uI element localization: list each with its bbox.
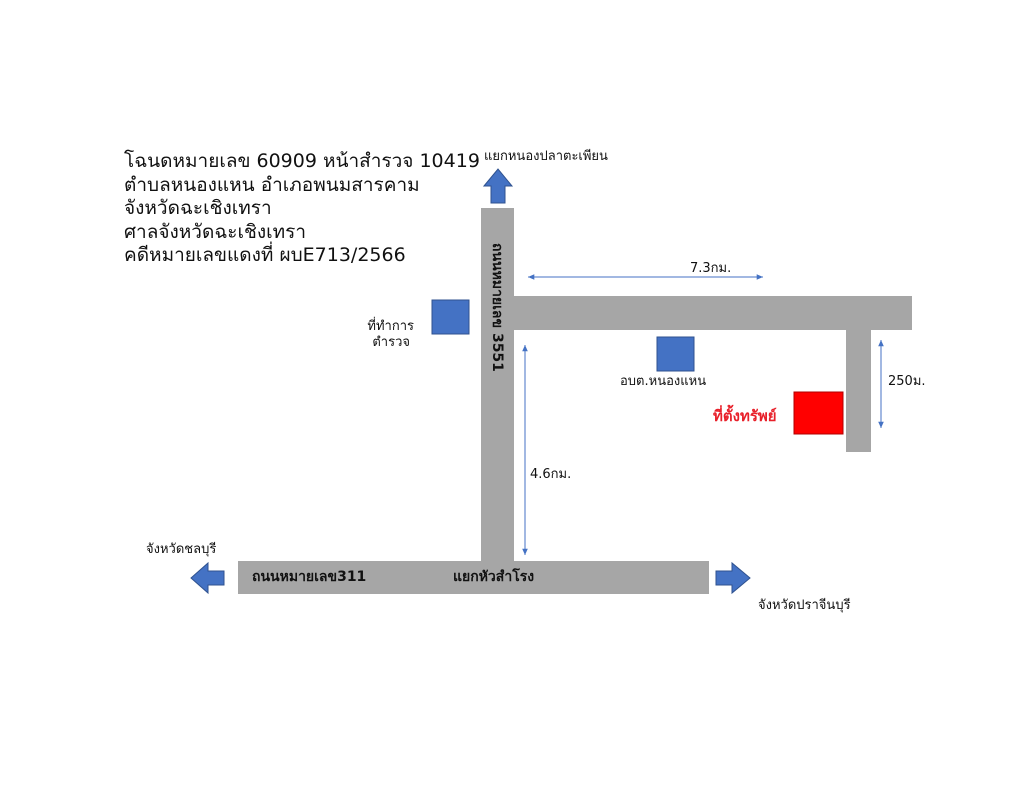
main-road-311 xyxy=(238,561,709,594)
side-road-horizontal xyxy=(514,296,912,330)
sao-office-marker xyxy=(656,336,695,372)
vertical-road-label: ถนนหมายเลข 3551 xyxy=(489,243,505,372)
distance-label-4-6km: 4.6กม. xyxy=(530,467,571,482)
property-label: ที่ตั้งทรัพย์ xyxy=(713,404,777,425)
subdistrict-district: ตำบลหนองแหน อำเภอพนมสารคาม xyxy=(124,173,420,196)
east-direction-label: จังหวัดปราจีนบุรี xyxy=(758,597,851,613)
deed-number: โฉนดหมายเลข 60909 หน้าสำรวจ 10419 xyxy=(124,150,480,172)
province: จังหวัดฉะเชิงเทรา xyxy=(124,197,272,219)
west-direction-label: จังหวัดชลบุรี xyxy=(146,541,216,557)
side-road-spur xyxy=(846,330,871,452)
main-road-label: ถนนหมายเลข311 xyxy=(252,569,366,585)
police-label-line2: ตำรวจ xyxy=(372,335,410,350)
distance-label-250m: 250ม. xyxy=(888,374,926,389)
east-arrow-icon xyxy=(715,561,751,595)
deed-info-block: โฉนดหมายเลข 60909 หน้าสำรวจ 10419 ตำบลหน… xyxy=(124,150,480,268)
distance-label-7-3km: 7.3กม. xyxy=(690,261,731,276)
court: ศาลจังหวัดฉะเชิงเทรา xyxy=(124,220,307,243)
vertical-road-3551 xyxy=(481,208,514,563)
north-direction-label: แยกหนองปลาตะเพียน xyxy=(484,148,608,164)
property-marker xyxy=(793,391,844,435)
north-arrow-icon xyxy=(482,168,514,204)
case-number: คดีหมายเลขแดงที่ ผบE713/2566 xyxy=(124,244,406,266)
police-station-marker xyxy=(431,299,470,335)
sao-label: อบต.หนองแหน xyxy=(620,374,706,389)
junction-label: แยกหัวสำโรง xyxy=(453,567,534,585)
police-label-line1: ที่ทำการ xyxy=(367,317,414,334)
west-arrow-icon xyxy=(190,561,225,595)
